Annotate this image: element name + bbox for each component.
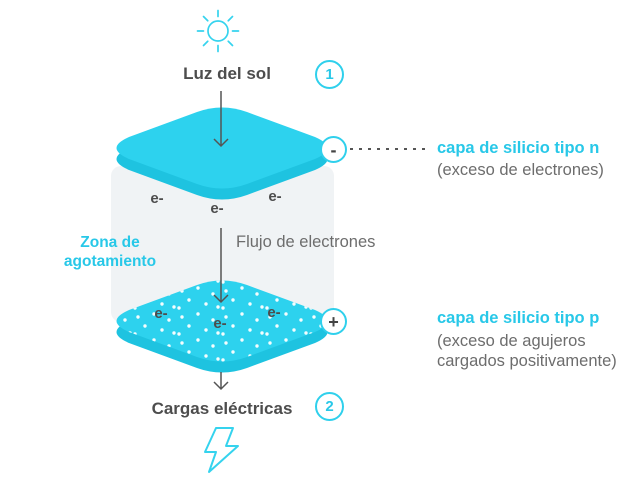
lightning-bolt-icon — [204, 427, 239, 473]
electron-label: e- — [268, 188, 282, 205]
n-layer-label: capa de silicio tipo n — [437, 139, 600, 157]
down-arrow-icon-2 — [213, 228, 229, 304]
p-layer-sublabel: (exceso de agujeros cargados positivamen… — [437, 332, 617, 370]
step-2-badge: 2 — [315, 392, 344, 421]
electric-charges-label: Cargas eléctricas — [151, 399, 293, 418]
down-arrow-icon-3 — [213, 372, 229, 391]
electron-label: e- — [210, 200, 224, 217]
n-silicon-layer — [116, 107, 328, 200]
sun-icon — [196, 9, 240, 53]
electron-label: e- — [213, 315, 227, 332]
step-1-badge: 1 — [315, 60, 344, 89]
electron-label: e- — [150, 190, 164, 207]
sunlight-label: Luz del sol — [183, 64, 271, 83]
negative-charge-badge: - — [320, 136, 347, 163]
p-silicon-layer — [116, 280, 328, 373]
electron-flow-label: Flujo de electrones — [236, 233, 376, 251]
n-layer-sublabel: (exceso de electrones) — [437, 161, 604, 179]
positive-charge-badge: + — [320, 308, 347, 335]
depletion-zone-box — [111, 166, 334, 322]
electron-label: e- — [154, 305, 168, 322]
down-arrow-icon-1 — [213, 91, 229, 148]
depletion-zone-label: Zona de agotamiento — [63, 234, 157, 270]
electron-label: e- — [267, 304, 281, 321]
p-layer-label: capa de silicio tipo p — [437, 309, 600, 327]
